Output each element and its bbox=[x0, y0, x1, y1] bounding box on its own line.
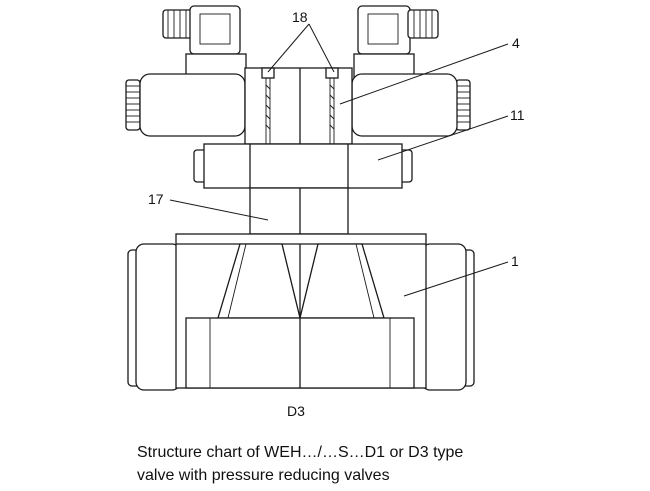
figure-caption: Structure chart of WEH…/…S…D1 or D3 type… bbox=[137, 441, 597, 487]
left-connector-plug bbox=[162, 5, 247, 81]
callout-17: 17 bbox=[148, 191, 164, 207]
right-connector-plug bbox=[353, 5, 439, 81]
main-valve-body bbox=[127, 233, 475, 391]
caption-line-2: valve with pressure reducing valves bbox=[137, 467, 390, 484]
pressure-reducing-valve-plate bbox=[193, 143, 413, 189]
callout-11: 11 bbox=[510, 107, 525, 123]
callout-1: 1 bbox=[511, 253, 519, 269]
callout-leaders bbox=[169, 23, 509, 297]
intermediate-plate bbox=[249, 187, 349, 235]
variant-label: D3 bbox=[287, 403, 305, 419]
caption-line-1: Structure chart of WEH…/…S…D1 or D3 type bbox=[137, 444, 464, 461]
solenoid-assembly bbox=[125, 67, 471, 145]
callout-18: 18 bbox=[292, 9, 308, 25]
callout-4: 4 bbox=[512, 35, 520, 51]
